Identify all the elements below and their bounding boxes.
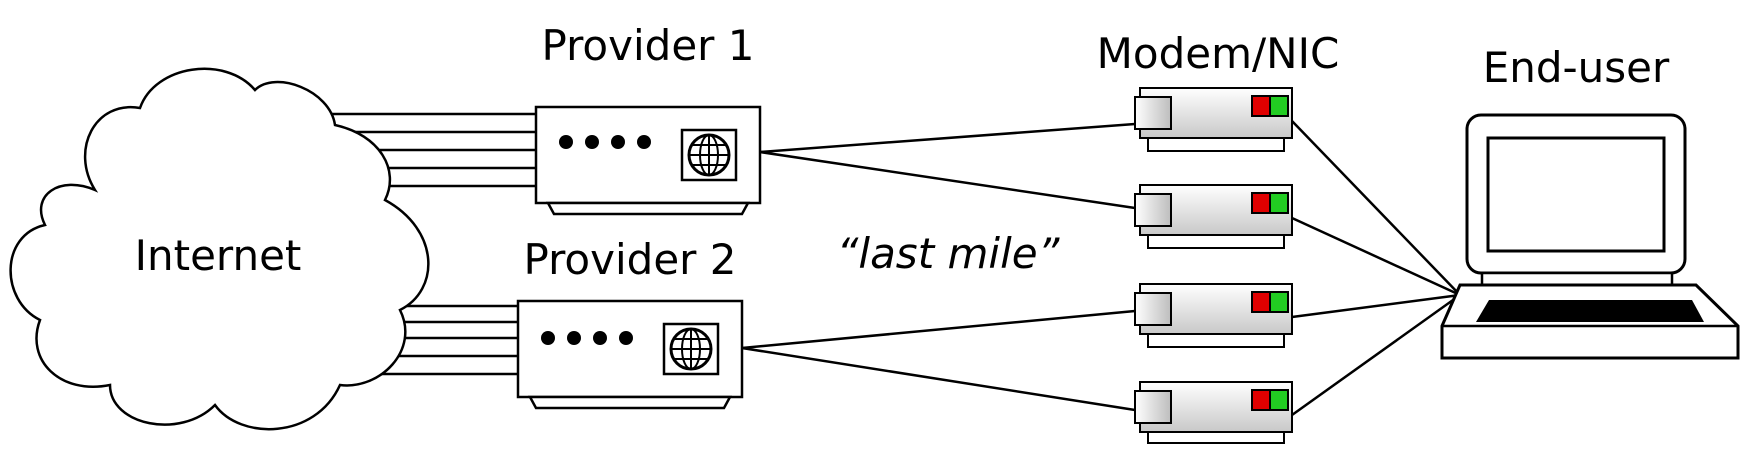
internet-cloud: Internet (9, 67, 430, 431)
provider-2-base (527, 395, 733, 410)
provider-2-label: Provider 2 (524, 235, 737, 284)
modem-3-led-red (1251, 291, 1271, 313)
modem-3 (1134, 283, 1293, 348)
internet-label: Internet (135, 231, 302, 280)
modem-2-led-red (1251, 192, 1271, 214)
modem-enduser-links (1291, 120, 1461, 417)
modem-1-port (1134, 96, 1172, 130)
modem-2-led-green (1269, 192, 1289, 214)
last-mile-links (741, 122, 1136, 412)
end-user: End-user (1440, 43, 1740, 360)
provider-2-device: Provider 2 (516, 235, 744, 410)
modem-4-port (1134, 390, 1172, 424)
provider-1-device: Provider 1 (534, 21, 762, 216)
provider-1-base (545, 201, 751, 216)
laptop-icon (1440, 113, 1740, 360)
modem-3-led-green (1269, 291, 1289, 313)
end-user-label: End-user (1483, 43, 1670, 92)
modem-1-led-red (1251, 95, 1271, 117)
modem-2 (1134, 184, 1293, 249)
modem-3-port (1134, 292, 1172, 326)
last-mile-label: “last mile” (837, 229, 1061, 278)
globe-icon (680, 128, 738, 182)
modem-4 (1134, 381, 1293, 444)
modem-nic-label: Modem/NIC (1097, 29, 1340, 78)
modem-3-base (1147, 332, 1285, 348)
modem-2-base (1147, 233, 1285, 249)
modem-4-led-red (1251, 389, 1271, 411)
modem-2-port (1134, 193, 1172, 227)
provider-1-label: Provider 1 (542, 21, 755, 70)
provider-2-status-dots (541, 331, 633, 345)
modem-4-led-green (1269, 389, 1289, 411)
globe-icon (662, 322, 720, 376)
modem-1 (1134, 87, 1293, 152)
modem-1-base (1147, 136, 1285, 152)
internet-provider1-cables (305, 112, 536, 188)
modem-1-led-green (1269, 95, 1289, 117)
cloud-icon (9, 67, 430, 431)
provider-1-status-dots (559, 135, 651, 149)
